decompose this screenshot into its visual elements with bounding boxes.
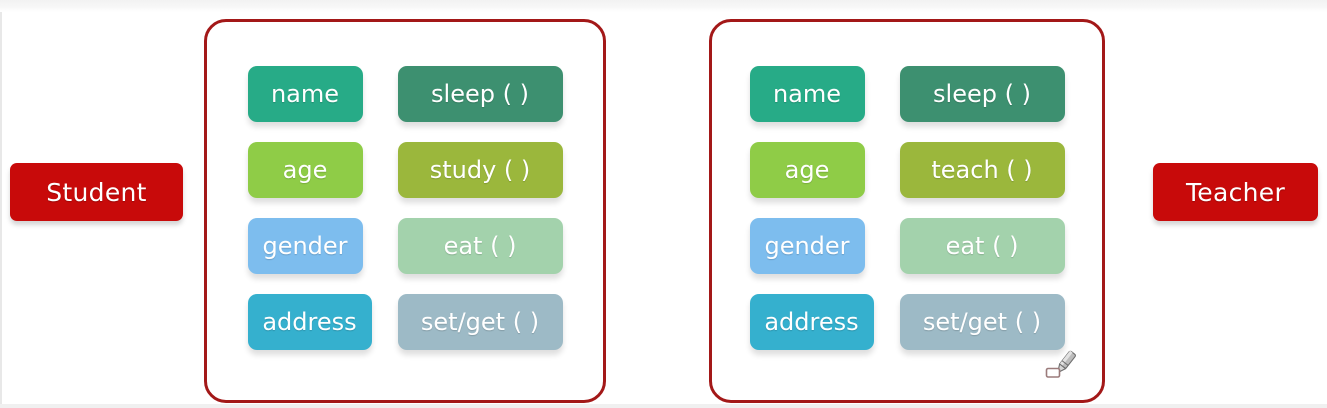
method-chip[interactable]: set/get ( ) bbox=[899, 294, 1065, 350]
panel-columns-teacher: name age gender address sleep ( ) teach … bbox=[712, 22, 1102, 400]
attribute-chip[interactable]: name bbox=[749, 66, 865, 122]
class-panel-teacher: name age gender address sleep ( ) teach … bbox=[709, 19, 1105, 403]
attribute-column-teacher: name age gender address bbox=[749, 66, 874, 350]
panel-columns-student: name age gender address sleep ( ) study … bbox=[207, 22, 603, 400]
pencil-stylus-cursor-icon bbox=[1045, 350, 1076, 378]
class-panel-student: name age gender address sleep ( ) study … bbox=[204, 19, 606, 403]
attribute-chip[interactable]: address bbox=[749, 294, 874, 350]
method-chip[interactable]: study ( ) bbox=[397, 142, 563, 198]
attribute-chip[interactable]: gender bbox=[247, 218, 363, 274]
class-label-student[interactable]: Student bbox=[10, 163, 183, 221]
bottom-edge-band bbox=[0, 404, 1327, 408]
attribute-chip[interactable]: age bbox=[247, 142, 363, 198]
attribute-chip[interactable]: address bbox=[247, 294, 372, 350]
method-column-teacher: sleep ( ) teach ( ) eat ( ) set/get ( ) bbox=[899, 66, 1065, 350]
method-chip[interactable]: eat ( ) bbox=[899, 218, 1065, 274]
attribute-chip[interactable]: gender bbox=[749, 218, 865, 274]
method-chip[interactable]: sleep ( ) bbox=[397, 66, 563, 122]
method-chip[interactable]: sleep ( ) bbox=[899, 66, 1065, 122]
top-edge-band bbox=[0, 0, 1327, 12]
method-chip[interactable]: eat ( ) bbox=[397, 218, 563, 274]
method-chip[interactable]: teach ( ) bbox=[899, 142, 1065, 198]
attribute-chip[interactable]: name bbox=[247, 66, 363, 122]
class-label-teacher[interactable]: Teacher bbox=[1153, 163, 1318, 221]
method-chip[interactable]: set/get ( ) bbox=[397, 294, 563, 350]
attribute-chip[interactable]: age bbox=[749, 142, 865, 198]
left-edge-band bbox=[0, 12, 2, 404]
method-column-student: sleep ( ) study ( ) eat ( ) set/get ( ) bbox=[397, 66, 563, 350]
attribute-column-student: name age gender address bbox=[247, 66, 372, 350]
